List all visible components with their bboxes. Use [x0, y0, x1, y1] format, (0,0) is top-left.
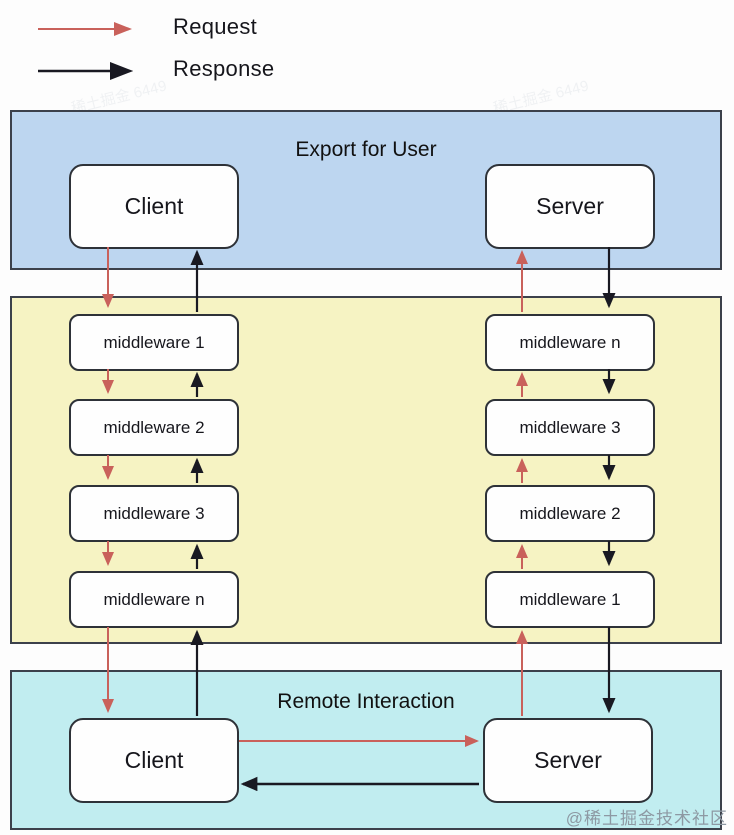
mw-label: middleware 3 — [103, 503, 205, 523]
node-client-top-label: Client — [124, 193, 184, 219]
mw-label: middleware n — [103, 589, 205, 609]
node-client-bottom: Client — [69, 718, 239, 803]
mw-label: middleware 1 — [103, 332, 205, 352]
request-arrow-icon — [38, 22, 132, 36]
export-for-user-panel: Export for User Client Server — [10, 110, 722, 270]
node-client-bottom-label: Client — [124, 747, 184, 773]
node-client-top: Client — [69, 164, 239, 249]
legend-response-label: Response — [173, 56, 275, 81]
mw-label: middleware 2 — [103, 417, 205, 437]
node-mw-left-n: middleware n — [69, 571, 239, 628]
export-panel-title: Export for User — [295, 138, 437, 161]
legend-request: Request — [36, 14, 257, 40]
middleware-panel: middleware 1 middleware 2 middleware 3 m… — [10, 296, 722, 644]
mw-label: middleware n — [519, 332, 621, 352]
remote-panel-title: Remote Interaction — [277, 690, 455, 713]
node-mw-left-3: middleware 3 — [69, 485, 239, 542]
legend-response: Response — [36, 56, 274, 82]
node-mw-left-1: middleware 1 — [69, 314, 239, 371]
node-server-top-label: Server — [536, 193, 604, 219]
node-mw-left-2: middleware 2 — [69, 399, 239, 456]
response-arrow-icon — [38, 61, 134, 81]
node-mw-right-n: middleware n — [485, 314, 655, 371]
node-mw-right-3: middleware 3 — [485, 399, 655, 456]
remote-interaction-panel: Remote Interaction Client Server — [10, 670, 722, 830]
site-watermark: @稀土掘金技术社区 — [565, 809, 728, 828]
legend-request-label: Request — [173, 14, 258, 39]
node-server-top: Server — [485, 164, 655, 249]
node-server-bottom-label: Server — [534, 747, 602, 773]
node-server-bottom: Server — [483, 718, 653, 803]
mw-label: middleware 3 — [519, 417, 621, 437]
node-mw-right-2: middleware 2 — [485, 485, 655, 542]
mw-label: middleware 2 — [519, 503, 621, 523]
mw-label: middleware 1 — [519, 589, 621, 609]
node-mw-right-1: middleware 1 — [485, 571, 655, 628]
